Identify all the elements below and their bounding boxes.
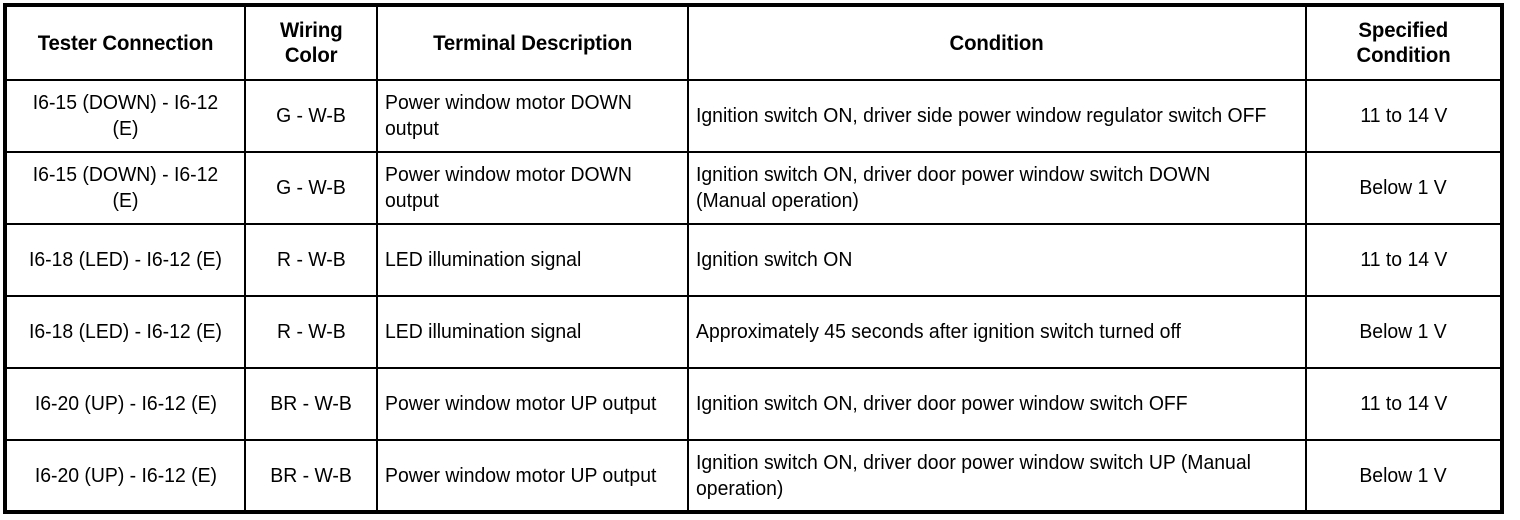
cell-specified-condition-text: Below 1 V (1359, 464, 1448, 487)
cell-terminal-description-text: Power window motor UP output (385, 464, 657, 487)
cell-condition-text: Approximately 45 seconds after ignition … (696, 321, 1181, 343)
cell-condition-text: Ignition switch ON, driver door power wi… (696, 451, 1251, 500)
cell-tester-connection: I6-20 (UP) - I6-12 (E) (4, 367, 246, 441)
cell-wiring-color: BR - W-B (244, 367, 378, 441)
cell-wiring-color-text: R - W-B (276, 321, 346, 343)
cell-terminal-description: Power window motor UP output (376, 367, 689, 441)
cell-specified-condition: Below 1 V (1305, 151, 1503, 225)
cell-condition-text: Ignition switch ON, driver door power wi… (696, 393, 1188, 415)
column-header-wiring-color-line1: Wiring (279, 19, 343, 42)
cell-terminal-description: Power window motor DOWN output (376, 151, 689, 225)
column-header-tester-connection: Tester Connection (4, 4, 246, 81)
table-row: I6-20 (UP) - I6-12 (E) BR - W-B Power wind… (4, 439, 1503, 513)
cell-condition-text: Ignition switch ON (696, 249, 853, 271)
cell-wiring-color: BR - W-B (244, 439, 378, 513)
cell-specified-condition: Below 1 V (1305, 295, 1503, 369)
cell-condition: Ignition switch ON, driver door power wi… (687, 367, 1307, 441)
cell-tester-connection: I6-20 (UP) - I6-12 (E) (4, 439, 246, 513)
cell-specified-condition: 11 to 14 V (1305, 367, 1503, 441)
cell-tester-connection: I6-18 (LED) - I6-12 (E) (4, 295, 246, 369)
cell-wiring-color-text: R - W-B (276, 249, 346, 271)
cell-condition-text: Ignition switch ON, driver door power wi… (696, 164, 1211, 212)
column-header-condition-label: Condition (949, 31, 1045, 55)
column-header-condition: Condition (687, 4, 1307, 81)
column-header-terminal-description-label: Terminal Description (432, 31, 633, 55)
cell-specified-condition-text: 11 to 14 V (1359, 393, 1447, 415)
cell-wiring-color-text: G - W-B (276, 105, 346, 127)
cell-specified-condition-text: Below 1 V (1359, 177, 1448, 199)
cell-specified-condition: Below 1 V (1305, 439, 1503, 513)
column-header-terminal-description: Terminal Description (376, 4, 689, 81)
cell-condition: Ignition switch ON, driver side power wi… (687, 79, 1307, 153)
column-header-specified-condition-line2: Condition (1356, 44, 1451, 67)
cell-tester-connection-text: I6-20 (UP) - I6-12 (E) (34, 464, 217, 487)
cell-specified-condition: 11 to 14 V (1305, 79, 1503, 153)
cell-terminal-description: Power window motor DOWN output (376, 79, 689, 153)
cell-specified-condition-text: Below 1 V (1359, 321, 1448, 343)
cell-condition: Ignition switch ON, driver door power wi… (687, 151, 1307, 225)
column-header-specified-condition-line1: Specified (1358, 19, 1449, 42)
column-header-tester-connection-label: Tester Connection (37, 31, 214, 55)
table-row: I6-18 (LED) - I6-12 (E) R - W-B LED illumi… (4, 223, 1503, 297)
cell-terminal-description-text: Power window motor UP output (385, 393, 657, 415)
cell-terminal-description-text: Power window motor DOWN output (385, 92, 632, 140)
cell-wiring-color: G - W-B (244, 79, 378, 153)
cell-condition: Ignition switch ON, driver door power wi… (687, 439, 1307, 513)
table-row: I6-15 (DOWN) - I6-12 (E) G - W-B Power win… (4, 151, 1503, 225)
cell-wiring-color: G - W-B (244, 151, 378, 225)
cell-terminal-description-text: LED illumination signal (385, 249, 582, 271)
cell-wiring-color: R - W-B (244, 295, 378, 369)
cell-tester-connection-text: I6-18 (LED) - I6-12 (E) (28, 249, 222, 271)
cell-tester-connection-text: I6-15 (DOWN) - I6-12 (E) (32, 164, 219, 212)
cell-tester-connection: I6-18 (LED) - I6-12 (E) (4, 223, 246, 297)
cell-condition: Approximately 45 seconds after ignition … (687, 295, 1307, 369)
cell-condition: Ignition switch ON (687, 223, 1307, 297)
table-row: I6-15 (DOWN) - I6-12 (E) G - W-B Power win… (4, 79, 1503, 153)
cell-wiring-color: R - W-B (244, 223, 378, 297)
cell-tester-connection: I6-15 (DOWN) - I6-12 (E) (4, 79, 246, 153)
table-row: I6-18 (LED) - I6-12 (E) R - W-B LED illumi… (4, 295, 1503, 369)
cell-specified-condition: 11 to 14 V (1305, 223, 1503, 297)
cell-terminal-description: LED illumination signal (376, 295, 689, 369)
cell-tester-connection: I6-15 (DOWN) - I6-12 (E) (4, 151, 246, 225)
cell-terminal-description: Power window motor UP output (376, 439, 689, 513)
cell-tester-connection-text: I6-18 (LED) - I6-12 (E) (28, 321, 222, 343)
cell-condition-text: Ignition switch ON, driver side power wi… (696, 105, 1267, 127)
cell-specified-condition-text: 11 to 14 V (1359, 105, 1447, 127)
cell-tester-connection-text: I6-20 (UP) - I6-12 (E) (34, 393, 217, 415)
cell-terminal-description-text: Power window motor DOWN output (385, 164, 632, 212)
cell-terminal-description-text: LED illumination signal (385, 321, 582, 343)
cell-specified-condition-text: 11 to 14 V (1359, 249, 1447, 271)
cell-tester-connection-text: I6-15 (DOWN) - I6-12 (E) (32, 92, 219, 140)
column-header-wiring-color-line2: Color (284, 44, 338, 67)
cell-wiring-color-text: BR - W-B (270, 464, 352, 487)
cell-wiring-color-text: BR - W-B (270, 393, 352, 415)
table-body: I6-15 (DOWN) - I6-12 (E) G - W-B Power win… (4, 79, 1503, 513)
cell-terminal-description: LED illumination signal (376, 223, 689, 297)
cell-wiring-color-text: G - W-B (276, 177, 346, 199)
table-row: I6-20 (UP) - I6-12 (E) BR - W-B Power wind… (4, 367, 1503, 441)
